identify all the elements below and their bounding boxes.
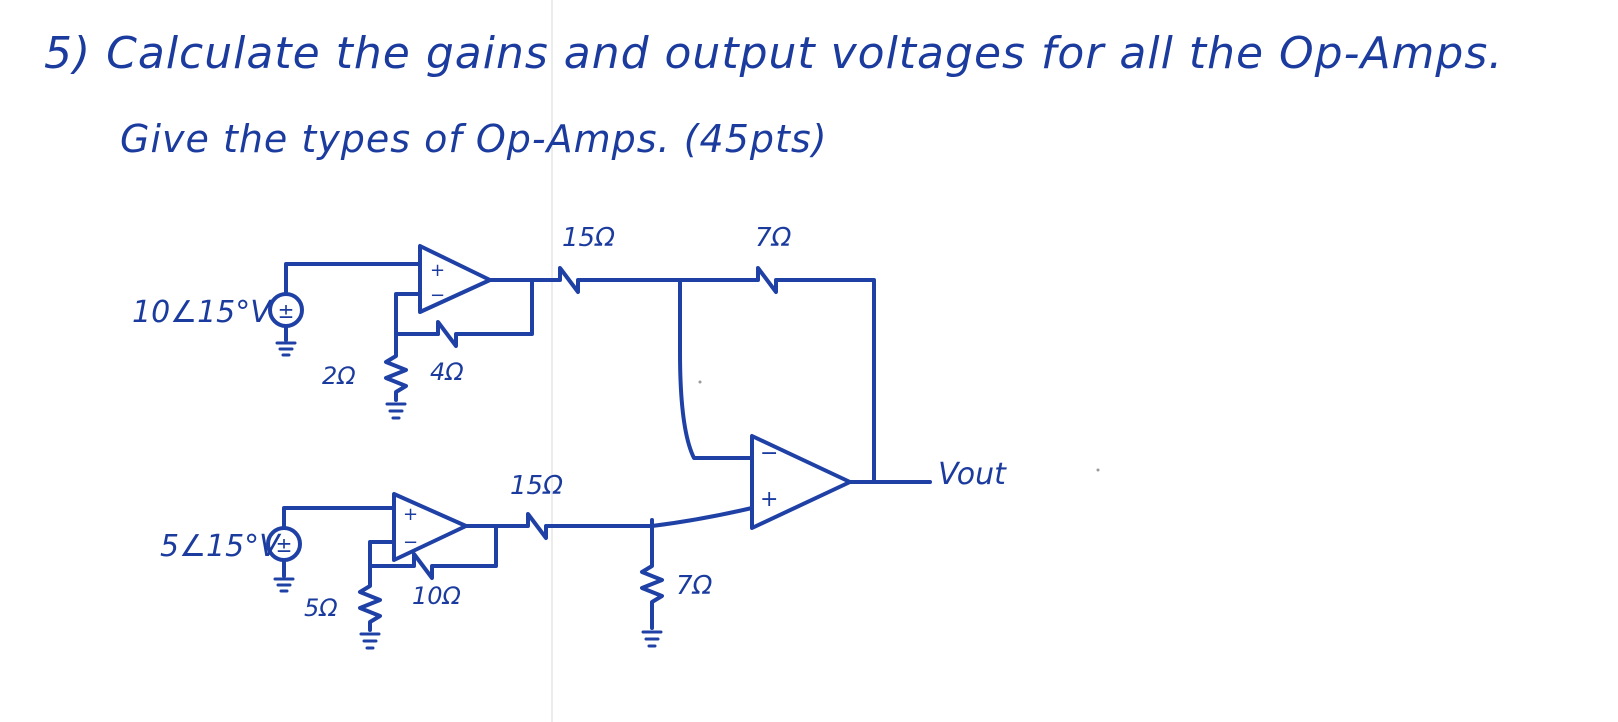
bottom-series-resistor [494, 506, 754, 540]
paper-fold [551, 0, 553, 722]
problem-statement-line-1: 5) Calculate the gains and output voltag… [44, 28, 1504, 79]
stray-dot [1096, 468, 1100, 472]
top-opamp-plus: + [430, 260, 445, 281]
shunt-label: 7Ω [676, 571, 713, 601]
final-feedback-resistor [678, 266, 876, 484]
final-feedback-label: 7Ω [755, 223, 792, 253]
top-source-sign: ± [278, 299, 295, 323]
final-inverting-wire [678, 278, 754, 460]
top-source-label: 10∠15°V [132, 295, 273, 330]
bottom-inverting-wire [368, 540, 396, 568]
bottom-source-label: 5∠15°V [160, 529, 282, 564]
final-opamp-plus: + [760, 487, 778, 512]
shunt-ground-symbol [641, 630, 663, 648]
top-series-resistor [530, 266, 682, 294]
bottom-ground-resistor [358, 564, 382, 632]
bottom-feedback-label: 10Ω [412, 582, 462, 610]
final-opamp [750, 434, 852, 530]
bottom-source-wire [282, 506, 396, 530]
bottom-ground-label: 5Ω [304, 594, 338, 622]
bottom-opamp [392, 492, 468, 562]
top-resistor-ground-symbol [385, 402, 407, 420]
top-feedback-label: 4Ω [430, 358, 464, 386]
bottom-source-sign: ± [276, 533, 293, 557]
top-ground-resistor [384, 332, 408, 402]
bottom-feedback-resistor [368, 524, 498, 580]
output-label: Vout [938, 457, 1007, 492]
top-ground-label: 2Ω [322, 362, 356, 390]
top-source-wire [284, 262, 422, 296]
stray-dot [698, 380, 702, 384]
problem-statement-line-2: Give the types of Op-Amps. (45pts) [120, 117, 828, 161]
bottom-source-ground-symbol [273, 577, 295, 593]
top-opamp-minus: − [430, 285, 445, 306]
top-inverting-wire [394, 292, 422, 336]
top-feedback-resistor [436, 278, 534, 348]
top-voltage-source: ± [268, 292, 304, 328]
top-opamp [418, 244, 492, 314]
bottom-opamp-minus: − [403, 532, 418, 553]
final-opamp-minus: − [760, 441, 778, 466]
top-series-label: 15Ω [562, 223, 615, 253]
bottom-series-label: 15Ω [510, 471, 563, 501]
bottom-opamp-plus: + [403, 504, 418, 525]
shunt-resistor [640, 518, 664, 630]
bottom-resistor-ground-symbol [359, 632, 381, 650]
top-source-ground-symbol [275, 341, 297, 357]
